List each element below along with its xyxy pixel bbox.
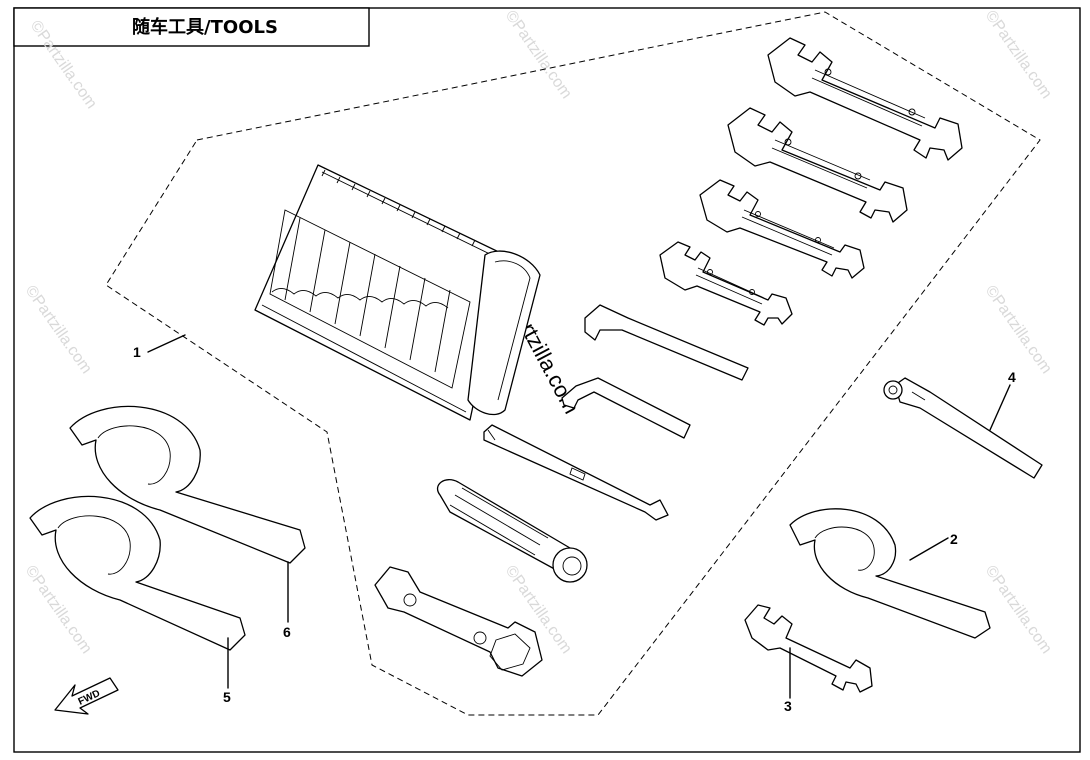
tommy-bar-4 (883, 377, 1043, 479)
open-end-wrench-smallest (659, 241, 793, 326)
callout-3: 3 (784, 698, 792, 714)
fwd-arrow: FWD (54, 677, 119, 715)
watermark: ©Partzilla.com (22, 283, 95, 377)
callout-leaders (147, 334, 1011, 699)
callout-1: 1 (133, 344, 141, 360)
box-spanner (374, 566, 543, 677)
screwdriver (483, 424, 669, 521)
kit-boundary (105, 11, 1041, 716)
open-spanner-3 (744, 604, 873, 693)
open-end-wrench-large (767, 37, 963, 161)
tool-roll (254, 164, 541, 421)
hex-key-large (584, 304, 749, 381)
diagram-border (13, 7, 1081, 753)
open-end-wrench-small (699, 179, 865, 279)
hex-key-small (561, 377, 691, 439)
watermark: ©Partzilla.com (982, 283, 1055, 377)
watermark: ©Partzilla.com (982, 8, 1055, 102)
open-end-wrench-medium (727, 107, 908, 223)
callout-4: 4 (1008, 369, 1016, 385)
watermark: ©Partzilla.com (502, 8, 575, 102)
screwdriver-handle (436, 479, 588, 583)
hook-spanner-2 (789, 508, 991, 639)
hook-spanner-6 (69, 405, 306, 564)
fwd-label: FWD (77, 688, 102, 708)
hook-spanner-5 (29, 495, 246, 651)
watermark: ©Partzilla.com (982, 563, 1055, 657)
callout-5: 5 (223, 689, 231, 705)
callout-2: 2 (950, 531, 958, 547)
diagram-title: 随车工具/TOOLS (132, 16, 278, 38)
title-box (13, 7, 370, 47)
callout-6: 6 (283, 624, 291, 640)
